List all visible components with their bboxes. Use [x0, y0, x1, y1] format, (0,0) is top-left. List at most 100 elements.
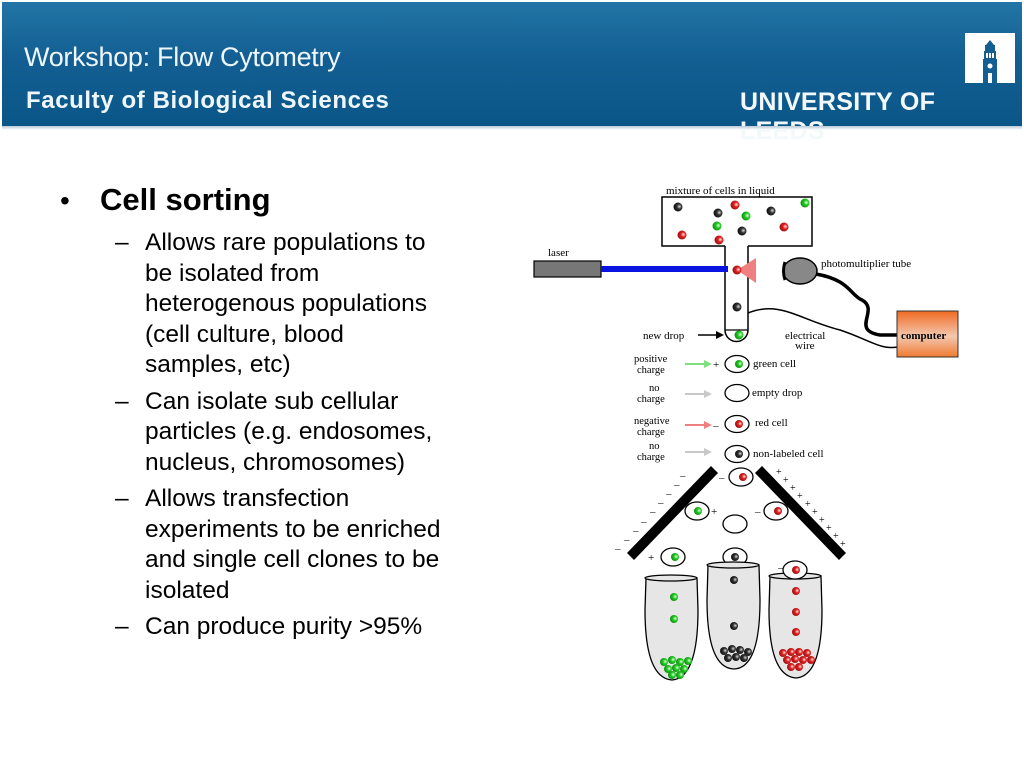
sub-point-line: experiments to be enriched — [145, 515, 441, 543]
minus-sign: – — [712, 420, 719, 432]
cell-red — [739, 473, 747, 481]
cell-green — [671, 553, 679, 561]
cell-black — [728, 645, 736, 653]
sub-point: – Allows transfection experiments to be … — [60, 484, 500, 606]
cell-red — [677, 230, 687, 240]
electrical-label-1: electrical — [785, 330, 825, 342]
sub-point-line: and single cell clones to be — [145, 546, 440, 573]
new-drop-label: new drop — [643, 330, 685, 342]
electrical-wire — [747, 308, 899, 349]
plus-sign: + — [648, 552, 654, 564]
tube-body — [706, 564, 761, 670]
bullet-icon: • — [60, 185, 70, 216]
green-cell-label: green cell — [753, 358, 796, 370]
tube-rim — [644, 574, 698, 582]
sub-point: – Can produce purity >95% — [60, 612, 500, 643]
cell-green — [712, 221, 722, 231]
cell-sorting-diagram: mixture of cells in liquid laser photomu… — [533, 185, 959, 681]
photomultiplier-tube — [782, 257, 818, 285]
cell-green — [735, 360, 743, 368]
plus-sign: + — [711, 506, 717, 518]
minus-sign: – — [632, 525, 639, 537]
plus-sign: + — [819, 515, 825, 526]
sub-point-line: Allows transfection — [145, 485, 350, 512]
heading-bullet: • Cell sorting — [60, 182, 500, 222]
sub-point: – Allows rare populations to be isolated… — [60, 228, 500, 381]
minus-sign: – — [665, 488, 672, 500]
cell-red — [714, 235, 724, 245]
plus-sign: + — [797, 491, 803, 502]
falling-drops: – + – + — [648, 467, 789, 567]
legend-no-charge-1: no charge empty drop — [637, 383, 803, 405]
arrow-head-icon — [716, 331, 724, 339]
legend-positive: positive charge + green cell — [634, 354, 796, 376]
minus-sign: – — [673, 479, 680, 491]
cell-black — [766, 206, 776, 216]
arrow-head-icon — [704, 448, 712, 456]
laser-label: laser — [548, 247, 569, 259]
non-labeled-label: non-labeled cell — [753, 448, 824, 460]
minus-sign: – — [718, 472, 725, 484]
dash-icon: – — [115, 613, 129, 640]
cell-red — [803, 649, 811, 657]
electrical-label-2: wire — [795, 340, 815, 352]
legend-text: negative — [634, 416, 670, 427]
cell-green — [670, 593, 678, 601]
mixture-label: mixture of cells in liquid — [666, 185, 775, 197]
plus-sign: + — [805, 499, 811, 510]
sub-point-line: Can produce purity >95% — [145, 613, 423, 640]
cell-black — [737, 226, 747, 236]
legend-text: positive — [634, 354, 668, 365]
arrow-head-icon — [704, 390, 712, 398]
minus-sign: – — [679, 470, 686, 482]
cell-red — [783, 656, 791, 664]
minus-sign: – — [640, 516, 647, 528]
legend-negative: negative charge – red cell — [634, 414, 788, 438]
drop — [722, 514, 748, 534]
plus-sign: + — [826, 523, 832, 534]
cell-red — [779, 222, 789, 232]
cell-green — [684, 657, 692, 665]
slide-header: Workshop: Flow Cytometry Faculty of Biol… — [2, 2, 1022, 145]
cell-red — [732, 265, 742, 275]
cell-red — [791, 655, 799, 663]
empty-drop-label: empty drop — [752, 387, 803, 399]
arrow-head-icon — [704, 421, 712, 429]
cell-red — [792, 566, 800, 574]
black-pellet — [720, 645, 752, 662]
cell-black — [744, 648, 752, 656]
bullet-content: • Cell sorting – Allows rare populations… — [60, 182, 500, 643]
dash-icon: – — [115, 387, 129, 415]
cell-black — [713, 208, 723, 218]
minus-sign: – — [754, 506, 761, 518]
flow-channel — [724, 246, 749, 343]
mixture-chamber — [661, 196, 813, 247]
cell-red — [779, 649, 787, 657]
minus-sign: – — [623, 534, 630, 546]
legend-text: charge — [637, 427, 665, 438]
minus-sign: – — [777, 562, 784, 574]
scatter-cone — [737, 258, 756, 283]
plus-sign: + — [776, 467, 782, 478]
sub-point-line: Allows rare populations to — [145, 229, 426, 256]
sub-point-line: be isolated from — [145, 259, 320, 287]
sub-point-line: (cell culture, blood — [145, 320, 344, 348]
legend-text: charge — [637, 365, 665, 376]
cell-green — [694, 507, 702, 515]
cell-black — [720, 647, 728, 655]
section-heading: Cell sorting — [100, 182, 271, 217]
sub-point-line: nucleus, chromosomes) — [145, 448, 406, 476]
tube-rim — [706, 561, 760, 569]
university-tower-icon — [965, 33, 1015, 83]
cell-black — [730, 576, 738, 584]
cell-green — [676, 671, 684, 679]
laser-beam — [601, 266, 728, 272]
tube-body — [644, 577, 699, 681]
cell-red — [735, 420, 743, 428]
cell-red — [799, 656, 807, 664]
cell-black — [724, 654, 732, 662]
computer-box — [896, 310, 959, 358]
legend-text: no — [649, 383, 660, 394]
cell-green — [668, 656, 676, 664]
cell-green — [676, 658, 684, 666]
